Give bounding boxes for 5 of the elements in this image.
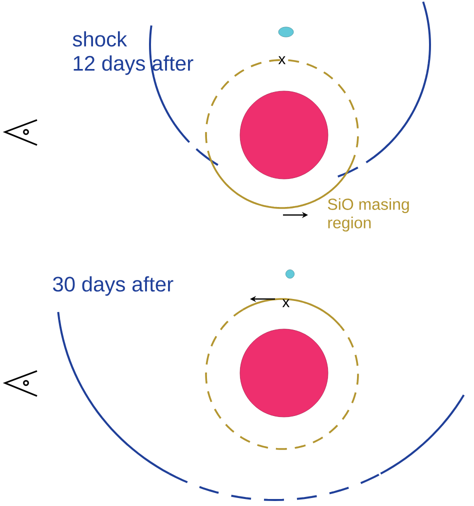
cross-mark: x	[282, 299, 290, 308]
shock-label: shock 12 days after	[72, 31, 194, 75]
cross-mark: x	[278, 56, 286, 64]
region-label: SiO masing region	[328, 198, 409, 232]
panel-label: 30 days after	[53, 276, 174, 296]
